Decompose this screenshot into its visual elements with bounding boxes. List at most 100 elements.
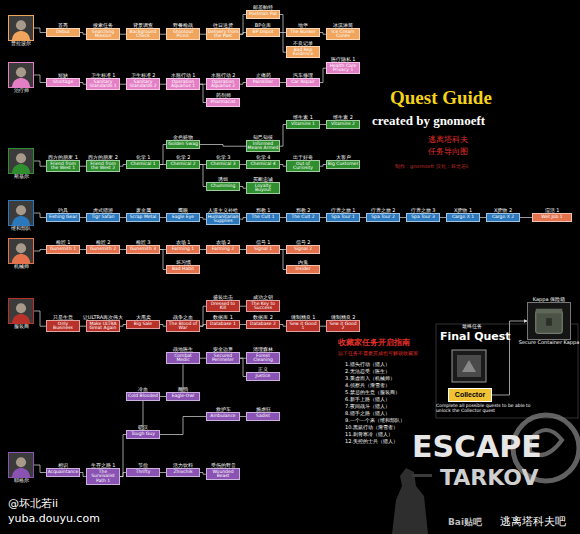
quest-name: The Bunker [287, 30, 319, 36]
quest-box: 内鬼Insider [286, 265, 320, 274]
portrait-body [12, 31, 30, 40]
quest-name: Chumming [207, 184, 239, 190]
quest-heading: 信号 2 [296, 240, 311, 245]
quest-box: 虎式猎游Tigr Safari [86, 213, 120, 222]
quest-box: X货物 2Cargo X 2 [486, 213, 520, 222]
portrait-head [16, 457, 26, 467]
trader-name: 机械师 [14, 264, 29, 269]
quest-heading: 止痛药 [256, 73, 271, 78]
kappa-name: Secure Container Kappa [519, 340, 579, 345]
quest-name: Chemical 1 [127, 162, 159, 168]
quest-heading: 疗养之旅 1 [331, 208, 356, 213]
quest-box: 缝制精良 1Sew it Good 1 [286, 320, 320, 332]
quest-box: 清理森林Forest Cleaning [246, 352, 280, 364]
checklist-item: 12.失控的士兵（猎人） [345, 439, 398, 445]
quest-name: Shortage [47, 80, 79, 86]
quest-box: 战地医生Combat Medic [166, 352, 200, 364]
quest-heading: 知己知彼 [253, 135, 273, 140]
trader-portrait: 维和部队 [8, 200, 34, 226]
quest-heading: 湿活 1 [545, 208, 560, 213]
quest-name: Ambulance [207, 414, 239, 420]
quest-box: 地堡The Bunker [286, 28, 320, 37]
portrait-body [12, 164, 30, 173]
quest-name: Big Sale [127, 322, 159, 328]
quest-heading: 受伤的野兽 [211, 463, 236, 468]
quest-heading: 盛装出击 [213, 295, 233, 300]
quest-heading: 买断忠诚 [253, 177, 273, 182]
portrait-bg [9, 453, 33, 477]
quest-name: Farming 2 [207, 247, 239, 253]
quest-box: 邮差帕特Postman Pat [246, 10, 280, 19]
portrait-head [16, 205, 26, 215]
quest-heading: 化学 4 [256, 155, 271, 160]
quest-box: 大客户Big Customer [326, 160, 360, 169]
quest-box: X货物 1Cargo X 1 [446, 213, 480, 222]
quest-box: 汽车修理Car Repair [286, 78, 320, 87]
quest-heading: 让ULTRA再次伟大 [83, 315, 124, 320]
quest-heading: X货物 2 [494, 208, 512, 213]
quest-heading: 缝制精良 1 [291, 315, 316, 320]
quest-box: 往日送货Delivery from the Past [206, 28, 240, 40]
quest-box: 施虐狂Sadist [246, 412, 280, 421]
quest-box: 枪匠 2Gunsmith 2 [86, 245, 120, 254]
quest-heading: 诱饵 [218, 177, 228, 182]
watermark: Bai贴吧 [448, 518, 482, 528]
quest-heading: 相识 [58, 463, 68, 468]
quest-box: 西方的朋友 1Friend from the West 1 [46, 160, 80, 172]
quest-box: 鹰眼Eagle Eye [166, 213, 200, 222]
quest-heading: 雕鸮 [178, 387, 188, 392]
quest-box: 受伤的野兽Wounded Beast [206, 468, 240, 480]
portrait-body [12, 254, 30, 263]
quest-heading: 疗养之旅 2 [371, 208, 396, 213]
quest-box: 湿活 1Wet Job 1 [532, 213, 572, 222]
checklist-item: 10.黑鼠行动（滑雪者） [345, 425, 398, 431]
quest-box: 节俭Thrifty [126, 468, 160, 477]
quest-heading: 成功之钥 [253, 295, 273, 300]
quest-box: 人道主义补给Humanitarian Supplies [206, 213, 240, 225]
quest-heading: 西方的朋友 1 [48, 155, 78, 160]
portrait-bg [9, 201, 33, 225]
quest-box: 信号 2Signal 2 [286, 245, 320, 254]
quest-box: 冰淇淋筒Ice Cream Cones [326, 28, 360, 40]
quest-name: Wet Job 1 [533, 215, 571, 221]
portrait-head [16, 303, 26, 313]
connector-line [520, 217, 532, 218]
quest-name: Dressed to Kill [207, 301, 239, 311]
quest-name: Pharmacist [207, 100, 239, 106]
quest-name: Forest Cleaning [247, 353, 279, 363]
trader-portrait: 治疗师 [8, 62, 34, 88]
quest-heading: 救护车 [216, 407, 231, 412]
checklist-item: 1.猎头行动（猎人） [345, 362, 390, 368]
quest-name: Loyalty Buyout [247, 183, 279, 193]
quest-box: 安全边界Secured Perimeter [206, 352, 240, 364]
portrait-bg [9, 63, 33, 87]
quest-heading: 邪教 2 [296, 208, 311, 213]
quest-name: Database 2 [247, 322, 279, 328]
quest-name: Eagle-Owl [167, 394, 199, 400]
quest-box: 维生素 2Vitamins 2 [326, 120, 360, 129]
quest-name: Chemical 4 [247, 162, 279, 168]
quest-name: Spa Tour 1 [327, 215, 359, 221]
trader-name: 耶格尔 [14, 478, 29, 483]
quest-heading: 虎式猎游 [93, 208, 113, 213]
quest-heading: 水瓶行动 2 [211, 73, 236, 78]
quest-name: Bad Rep Evidence [287, 47, 319, 57]
quest-name: Humanitarian Supplies [207, 214, 239, 224]
quest-heading: 冰淇淋筒 [333, 23, 353, 28]
kappa-container: Kappa 保险箱Secure Container Kappa [527, 302, 571, 340]
quest-box: 正义Justice [246, 372, 280, 381]
quest-box: 冷血Cold Blooded [126, 392, 160, 401]
quest-box: 止痛药Painkiller [246, 78, 280, 87]
portrait-bg [9, 239, 33, 263]
quest-heading: 农场 2 [216, 240, 231, 245]
quest-heading: 野餐枪战 [173, 23, 193, 28]
quest-name: Sew it Good 2 [327, 321, 359, 331]
quest-heading: BP仓库 [255, 23, 271, 28]
connector-line [34, 465, 46, 473]
quest-name: Operation Aquarius 2 [207, 79, 239, 89]
quest-heading: 西方的朋友 2 [88, 155, 118, 160]
portrait-body [12, 314, 30, 323]
quest-name: The Cult 1 [247, 215, 279, 221]
quest-name: The Survivalist Path 1 [87, 469, 119, 484]
page-title: Quest Guide [390, 88, 492, 109]
